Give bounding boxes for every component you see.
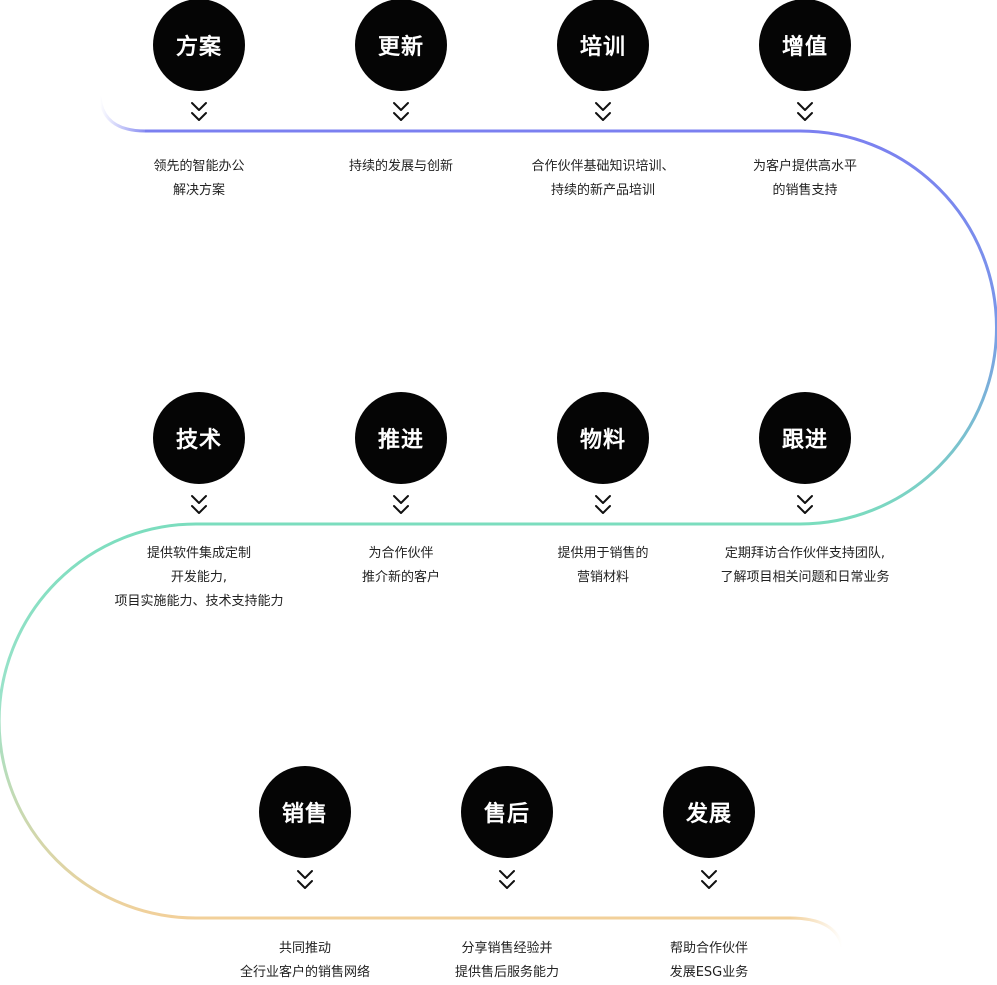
double-chevron-down-icon [393,495,409,514]
step-description-follow-up: 定期拜访合作伙伴支持团队, 了解项目相关问题和日常业务 [695,542,915,590]
double-chevron-down-icon [191,102,207,121]
double-chevron-down-icon [393,102,409,121]
step-title: 销售 [281,802,328,827]
step-description-after-sales: 分享销售经验并提供售后服务能力 [397,937,617,985]
description-line: 解决方案 [172,183,225,198]
step-description-materials: 提供用于销售的营销材料 [493,542,713,590]
step-description-value-added: 为客户提供高水平的销售支持 [695,155,915,203]
step-title: 增值 [781,35,828,60]
step-circle-training: 培训 [557,0,649,91]
description-line: 推介新的客户 [361,570,440,585]
description-line: 全行业客户的销售网络 [239,965,370,980]
description-line: 了解项目相关问题和日常业务 [720,570,890,585]
double-chevron-down-icon [595,495,611,514]
step-title: 更新 [377,35,424,60]
double-chevron-down-icon [297,870,313,889]
description-line: 定期拜访合作伙伴支持团队, [724,546,886,561]
description-line: 持续的发展与创新 [348,159,453,174]
step-title: 方案 [175,35,222,60]
description-line: 为客户提供高水平 [752,159,857,174]
double-chevron-down-icon [797,102,813,121]
description-line: 的销售支持 [772,183,838,198]
description-line: 帮助合作伙伴 [669,941,748,956]
step-circle-solution: 方案 [153,0,245,91]
step-circle-sales: 销售 [259,766,351,858]
step-title: 技术 [175,428,222,453]
double-chevron-down-icon [595,102,611,121]
step-title: 物料 [579,428,626,453]
step-circle-promotion: 推进 [355,392,447,484]
step-circle-after-sales: 售后 [461,766,553,858]
double-chevron-down-icon [797,495,813,514]
step-title: 售后 [483,802,530,827]
step-title: 推进 [377,428,424,453]
step-title: 发展 [685,802,732,827]
step-description-sales: 共同推动全行业客户的销售网络 [195,937,415,985]
step-circle-development: 发展 [663,766,755,858]
step-title: 培训 [579,35,626,60]
step-description-update: 持续的发展与创新 [291,155,511,179]
step-circle-update: 更新 [355,0,447,91]
description-line: 持续的新产品培训 [550,183,655,198]
step-circle-materials: 物料 [557,392,649,484]
step-description-promotion: 为合作伙伴推介新的客户 [291,542,511,590]
description-line: 项目实施能力、技术支持能力 [114,594,284,609]
step-circle-value-added: 增值 [759,0,851,91]
description-line: 提供软件集成定制 [146,546,251,561]
step-title: 跟进 [781,428,828,453]
step-circle-follow-up: 跟进 [759,392,851,484]
description-line: 开发能力, [170,570,228,585]
step-description-development: 帮助合作伙伴发展ESG业务 [599,937,819,985]
description-line: 提供用于销售的 [557,546,649,561]
double-chevron-down-icon [191,495,207,514]
step-description-training: 合作伙伴基础知识培训、持续的新产品培训 [493,155,713,203]
description-line: 为合作伙伴 [368,546,434,561]
description-line: 发展ESG业务 [669,965,749,980]
description-line: 领先的智能办公 [153,159,245,174]
description-line: 分享销售经验并 [461,941,553,956]
description-line: 提供售后服务能力 [454,965,559,980]
double-chevron-down-icon [499,870,515,889]
double-chevron-down-icon [701,870,717,889]
step-circle-technology: 技术 [153,392,245,484]
step-description-solution: 领先的智能办公解决方案 [89,155,309,203]
step-description-technology: 提供软件集成定制开发能力, 项目实施能力、技术支持能力 [89,542,309,614]
description-line: 共同推动 [278,941,331,956]
description-line: 合作伙伴基础知识培训、 [531,159,675,174]
description-line: 营销材料 [576,570,629,585]
